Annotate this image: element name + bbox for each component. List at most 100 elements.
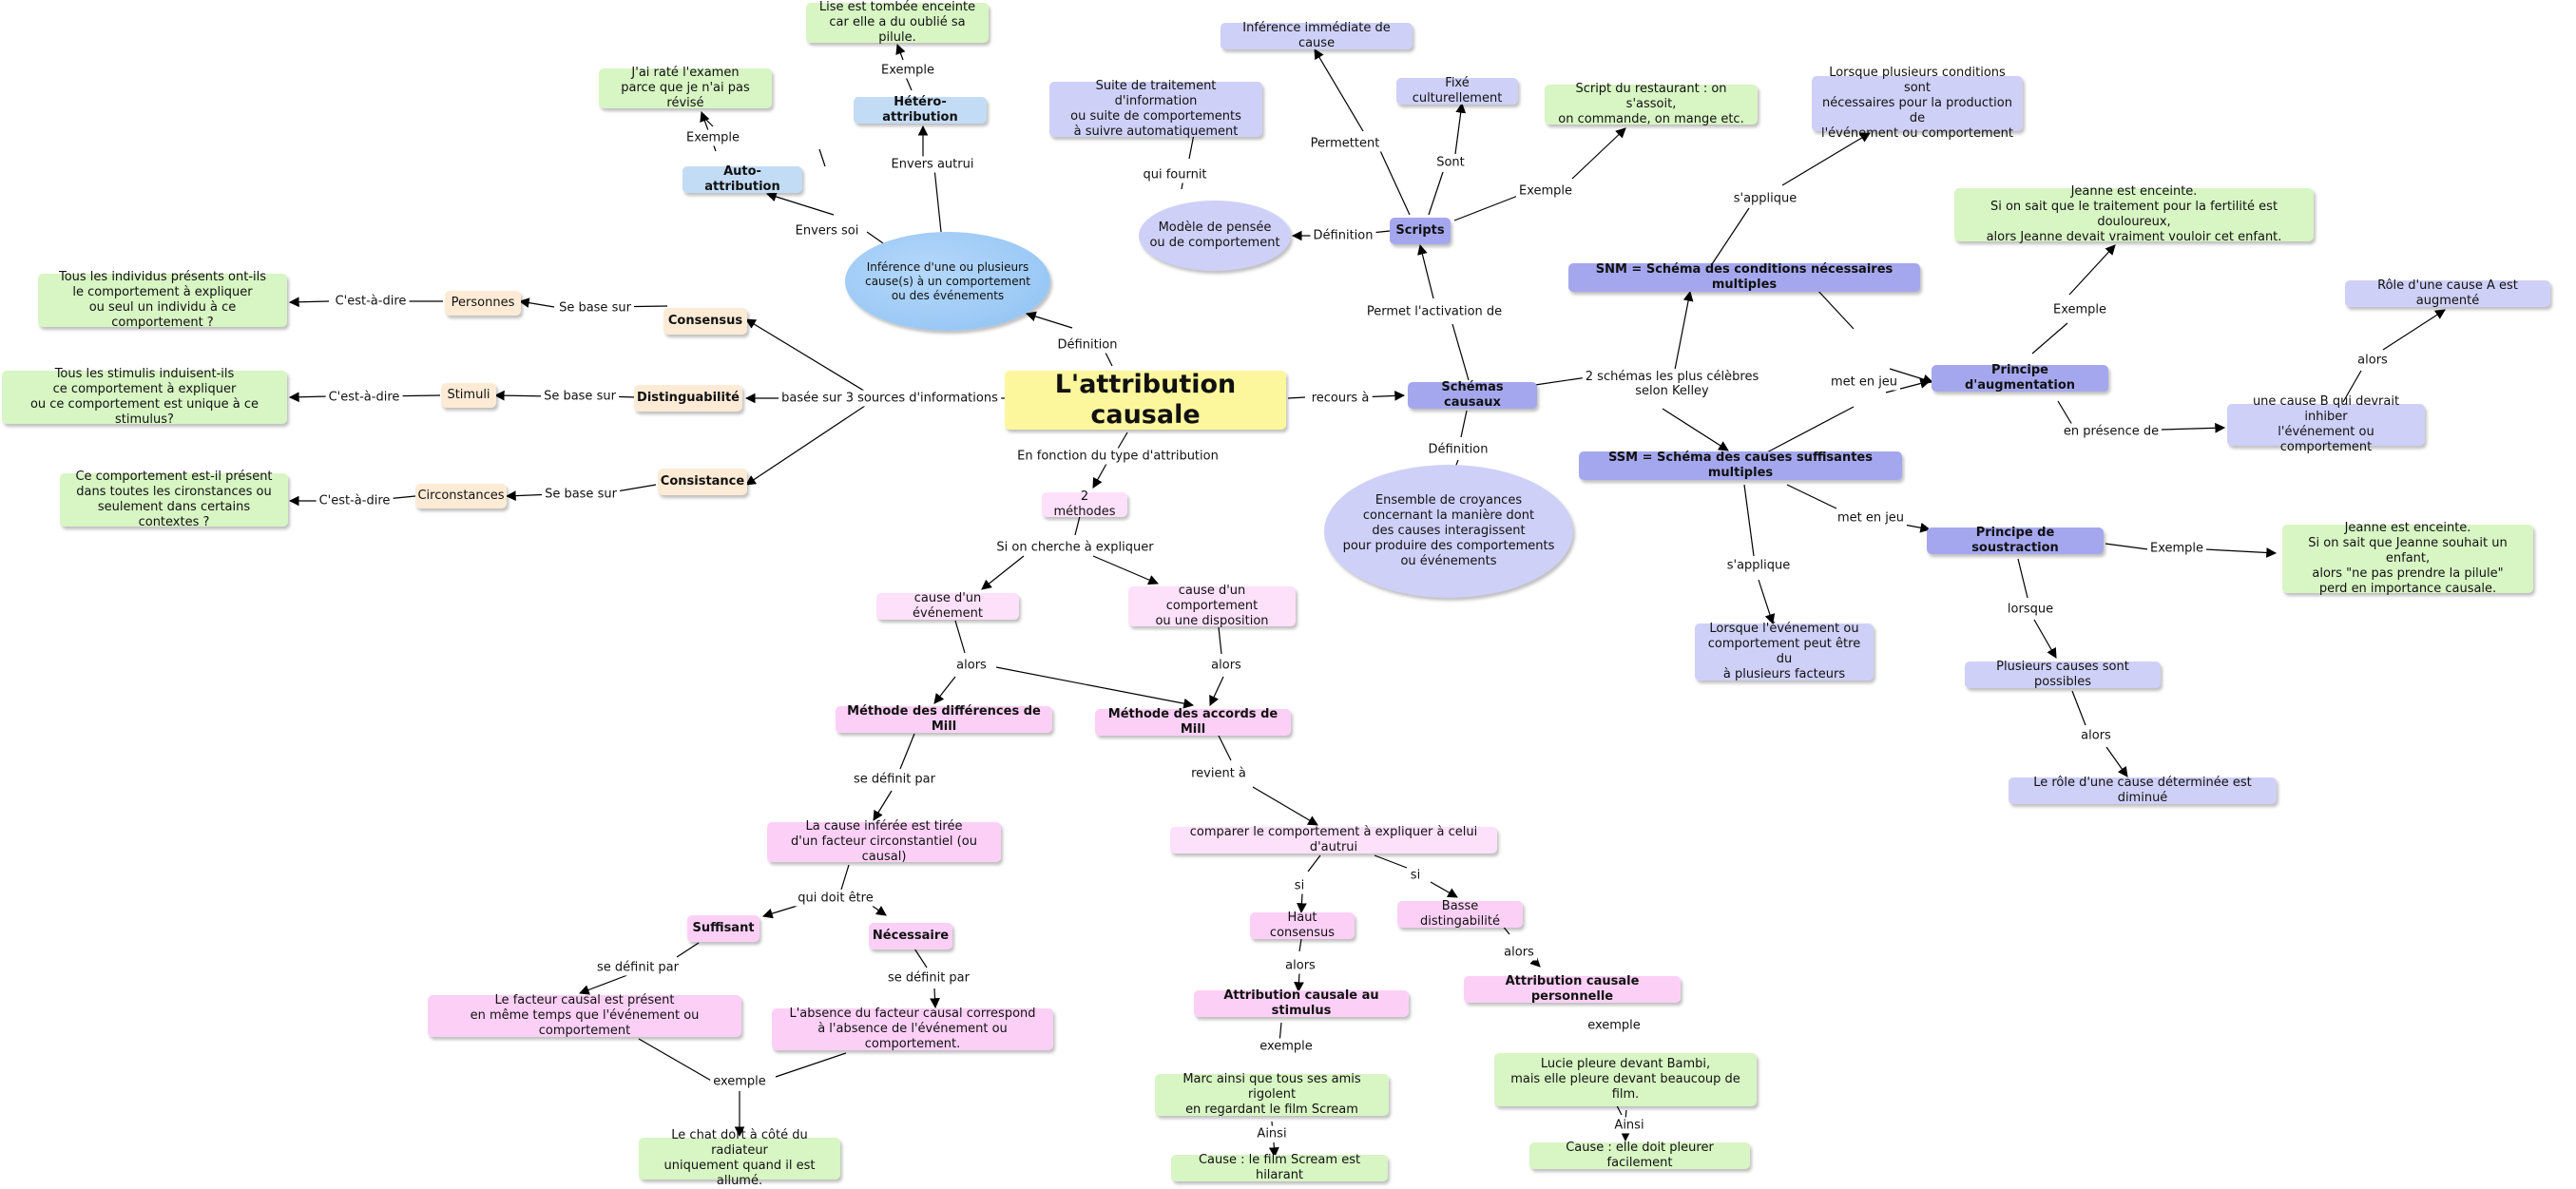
- concept-cause-b[interactable]: une cause B qui devrait inhiber l'événem…: [2227, 394, 2425, 454]
- concept-attribution-personnelle[interactable]: Attribution causale personnelle: [1464, 974, 1681, 1004]
- link-label-qui-doit-etre: qui doit être: [795, 890, 876, 907]
- link-label-se-base-sur: Se base sur: [542, 486, 620, 503]
- concept-consistance[interactable]: Consistance: [658, 469, 747, 495]
- definition-absence[interactable]: L'absence du facteur causal correspond à…: [772, 1007, 1053, 1051]
- link-label-se-base-sur: Se base sur: [556, 299, 634, 316]
- concept-attribution-stimulus[interactable]: Attribution causale au stimulus: [1194, 988, 1409, 1018]
- link-label-sapplique: s'applique: [1730, 190, 1800, 207]
- concept-role-cause-a[interactable]: Rôle d'une cause A est augmenté: [2345, 278, 2550, 308]
- link-label-kelley: 2 schémas les plus célèbres selon Kelley: [1582, 369, 1762, 399]
- link-label-basee-sur: basée sur 3 sources d'informations: [779, 390, 1001, 407]
- concept-suffisant[interactable]: Suffisant: [687, 915, 759, 942]
- link-label-alors: alors: [2078, 727, 2114, 744]
- link-label-exemple: Exemple: [2049, 301, 2110, 318]
- link-label-se-base-sur: Se base sur: [541, 388, 619, 405]
- concept-inference-immediate[interactable]: Inférence immédiate de cause: [1221, 21, 1413, 50]
- link-label-si: si: [1291, 877, 1308, 894]
- link-label-en-presence-de: en présence de: [2060, 423, 2163, 440]
- example-marc[interactable]: Marc ainsi que tous ses amis rigolent en…: [1155, 1072, 1389, 1117]
- concept-personnes[interactable]: Personnes: [445, 291, 521, 316]
- link-label-alors: alors: [2355, 352, 2391, 369]
- link-label-se-definit-par: se définit par: [851, 771, 938, 788]
- concept-principe-augmentation[interactable]: Principe d'augmentation: [1932, 363, 2108, 393]
- link-label-alors: alors: [1208, 657, 1244, 674]
- concept-principe-soustraction[interactable]: Principe de soustraction: [1927, 526, 2104, 555]
- link-label-si: si: [1407, 867, 1424, 884]
- link-label-exemple: Exemple: [2146, 540, 2207, 557]
- link-label-exemple: Exemple: [877, 62, 938, 79]
- concept-hetero-attribution[interactable]: Hétéro-attribution: [854, 95, 987, 125]
- definition-suite-traitement[interactable]: Suite de traitement d'information ou sui…: [1049, 79, 1262, 139]
- concept-methode-differences[interactable]: Méthode des différences de Mill: [836, 704, 1052, 734]
- concept-inference[interactable]: Inférence d'une ou plusieurs cause(s) à …: [845, 232, 1050, 331]
- concept-necessaire[interactable]: Nécessaire: [869, 923, 952, 949]
- definition-present[interactable]: Le facteur causal est présent en même te…: [428, 993, 741, 1038]
- definition-lorsque-evenement[interactable]: Lorsque l'événement ou comportement peut…: [1695, 622, 1874, 681]
- concept-cause-comportement[interactable]: cause d'un comportement ou une dispositi…: [1128, 584, 1296, 628]
- concept-consensus[interactable]: Consensus: [663, 308, 747, 335]
- concept-basse-distingabilite[interactable]: Basse distingabilité: [1397, 899, 1523, 929]
- concept-methode-accords[interactable]: Méthode des accords de Mill: [1095, 707, 1291, 737]
- concept-plusieurs-causes[interactable]: Plusieurs causes sont possibles: [1965, 660, 2161, 689]
- example-chat[interactable]: Le chat dort à côté du radiateur uniquem…: [639, 1128, 840, 1188]
- link-label-met-en-jeu: met en jeu: [1827, 374, 1901, 391]
- link-label-envers-soi: Envers soi: [792, 222, 862, 240]
- concept-fixe-culturellement[interactable]: Fixé culturellement: [1396, 76, 1518, 105]
- question-distinguabilite[interactable]: Tous les stimulis induisent-ils ce compo…: [2, 367, 287, 427]
- concept-haut-consensus[interactable]: Haut consensus: [1250, 911, 1355, 940]
- link-label-exemple: exemple: [1585, 1017, 1644, 1034]
- link-label-alors: alors: [1501, 944, 1537, 961]
- concept-snm[interactable]: SNM = Schéma des conditions nécessaires …: [1568, 262, 1920, 292]
- link-label-recours-a: recours à: [1308, 390, 1373, 407]
- concept-stimuli[interactable]: Stimuli: [441, 383, 496, 408]
- link-label-qui-fournit: qui fournit: [1140, 166, 1210, 183]
- concept-comparer[interactable]: comparer le comportement à expliquer à c…: [1170, 825, 1497, 854]
- definition-plusieurs-conditions[interactable]: Lorsque plusieurs conditions sont nécess…: [1812, 66, 2023, 141]
- link-label-envers-autrui: Envers autrui: [888, 156, 977, 173]
- concept-auto-attribution[interactable]: Auto-attribution: [682, 164, 802, 194]
- link-label-definition: Définition: [1425, 441, 1491, 458]
- link-label-se-definit-par: se définit par: [885, 969, 972, 987]
- concept-cause-evenement[interactable]: cause d'un événement: [876, 591, 1019, 621]
- example-jeanne-soustraction[interactable]: Jeanne est enceinte. Si on sait que Jean…: [2282, 521, 2533, 596]
- link-label-se-definit-par: se définit par: [594, 959, 682, 976]
- definition-ensemble-croyances[interactable]: Ensemble de croyances concernant la mani…: [1324, 465, 1573, 598]
- concept-role-diminue[interactable]: Le rôle d'une cause déterminée est dimin…: [2009, 776, 2277, 805]
- concept-distinguabilite[interactable]: Distinguabilité: [634, 385, 742, 412]
- link-label-sont: Sont: [1433, 154, 1468, 171]
- example-lise[interactable]: Lise est tombée enceinte car elle a du o…: [806, 0, 989, 45]
- concept-cause-inferee[interactable]: La cause inférée est tirée d'un facteur …: [767, 819, 1001, 864]
- link-label-cest-a-dire: C'est-à-dire: [332, 293, 410, 310]
- link-label-revient-a: revient à: [1188, 765, 1249, 782]
- concept-schemas-causaux[interactable]: Schémas causaux: [1408, 380, 1537, 410]
- central-concept[interactable]: L'attribution causale: [1005, 370, 1286, 430]
- link-label-exemple: Exemple: [1515, 182, 1576, 200]
- concept-2-methodes[interactable]: 2 méthodes: [1042, 489, 1127, 519]
- link-label-exemple: Exemple: [682, 129, 743, 146]
- link-label-definition: Définition: [1054, 336, 1121, 354]
- link-label-met-en-jeu: met en jeu: [1834, 509, 1908, 527]
- link-label-alors: alors: [953, 657, 990, 674]
- example-jeanne-augmentation[interactable]: Jeanne est enceinte. Si on sait que le t…: [1954, 184, 2314, 244]
- concept-modele-pensee[interactable]: Modèle de pensée ou de comportement: [1139, 201, 1291, 271]
- example-scream[interactable]: Cause : le film Scream est hilarant: [1171, 1153, 1388, 1182]
- link-label-sapplique: s'applique: [1723, 557, 1794, 574]
- example-restaurant[interactable]: Script du restaurant : on s'assoit, on c…: [1545, 82, 1758, 126]
- concept-scripts[interactable]: Scripts: [1390, 218, 1451, 244]
- link-label-cest-a-dire: C'est-à-dire: [316, 492, 394, 509]
- example-lucie[interactable]: Lucie pleure devant Bambi, mais elle ple…: [1494, 1053, 1757, 1106]
- concept-circonstances[interactable]: Circonstances: [415, 484, 507, 508]
- example-pleurer[interactable]: Cause : elle doit pleurer facilement: [1529, 1141, 1750, 1170]
- concept-ssm[interactable]: SSM = Schéma des causes suffisantes mult…: [1579, 451, 1902, 480]
- question-consensus[interactable]: Tous les individus présents ont-ils le c…: [38, 270, 287, 330]
- link-label-alors: alors: [1282, 957, 1318, 974]
- link-label-definition: Définition: [1310, 227, 1376, 244]
- link-label-permettent: Permettent: [1307, 135, 1383, 152]
- link-label-exemple: exemple: [1257, 1038, 1316, 1055]
- question-consistance[interactable]: Ce comportement est-il présent dans tout…: [60, 470, 288, 529]
- link-label-exemple: exemple: [710, 1073, 769, 1090]
- link-label-si-cherche: Si on cherche à expliquer: [993, 539, 1157, 556]
- link-label-ainsi: Ainsi: [1254, 1125, 1290, 1142]
- example-examen[interactable]: J'ai raté l'examen parce que je n'ai pas…: [599, 66, 772, 110]
- link-label-ainsi: Ainsi: [1611, 1117, 1647, 1134]
